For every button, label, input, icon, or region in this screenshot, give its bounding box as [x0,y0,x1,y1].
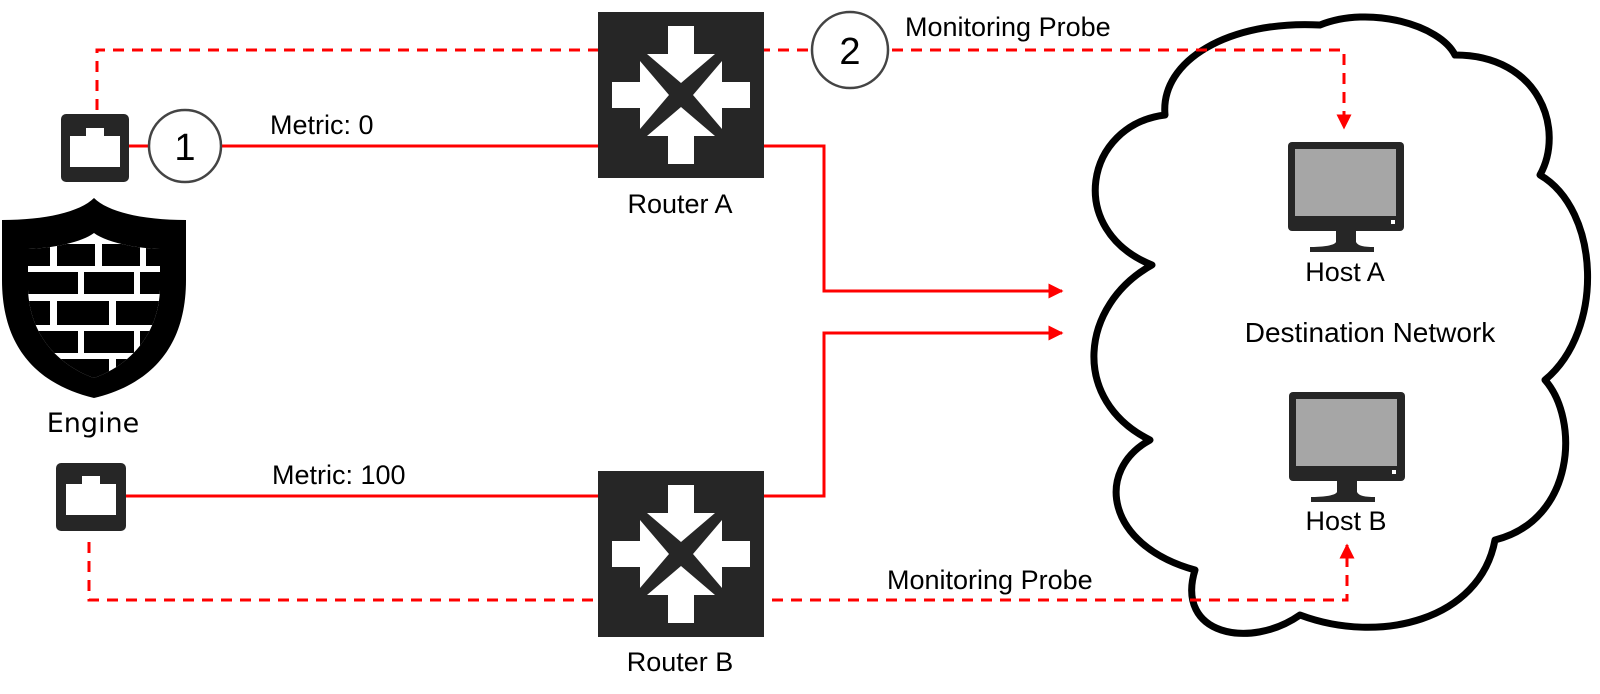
step-marker-2: 2 [810,10,890,90]
probe-path-a: Monitoring Probe [95,12,1352,130]
router-a-node: Router A [598,12,764,219]
metric-label-a: Metric: 0 [270,110,374,140]
host-a-node: Host A [1288,142,1404,287]
monitor-icon [1288,142,1404,252]
probe-label-b: Monitoring Probe [887,565,1093,595]
destination-network-cloud: Destination Network [1090,13,1592,637]
host-b-node: Host B [1289,392,1405,536]
link-router-a: Metric: 0 [124,110,1064,299]
engine-node: Engine [2,198,186,439]
cloud-label: Destination Network [1245,317,1497,348]
router-icon [598,471,764,637]
host-a-label: Host A [1305,257,1385,287]
link-router-b-to-network [762,325,1064,498]
ethernet-port-icon [56,463,126,531]
engine-interface-a [61,114,129,182]
step-marker-2-text: 2 [839,31,860,73]
router-b-label: Router B [627,647,734,677]
router-icon [598,12,764,178]
router-b-node: Router B [598,471,764,677]
probe-line-a [95,48,1352,130]
link-router-a-to-network [762,144,1064,299]
ethernet-port-icon [61,114,129,182]
host-b-label: Host B [1305,506,1386,536]
metric-label-b: Metric: 100 [272,460,406,490]
step-marker-1: 1 [147,108,223,184]
engine-label: Engine [47,408,140,439]
link-router-b: Metric: 100 [124,325,1064,498]
engine-interface-b [56,463,126,531]
monitor-icon [1289,392,1405,502]
probe-label-a: Monitoring Probe [905,12,1111,42]
firewall-shield-icon [2,198,186,398]
cloud-icon [1090,13,1592,637]
router-a-label: Router A [627,189,732,219]
step-marker-1-text: 1 [174,127,195,169]
